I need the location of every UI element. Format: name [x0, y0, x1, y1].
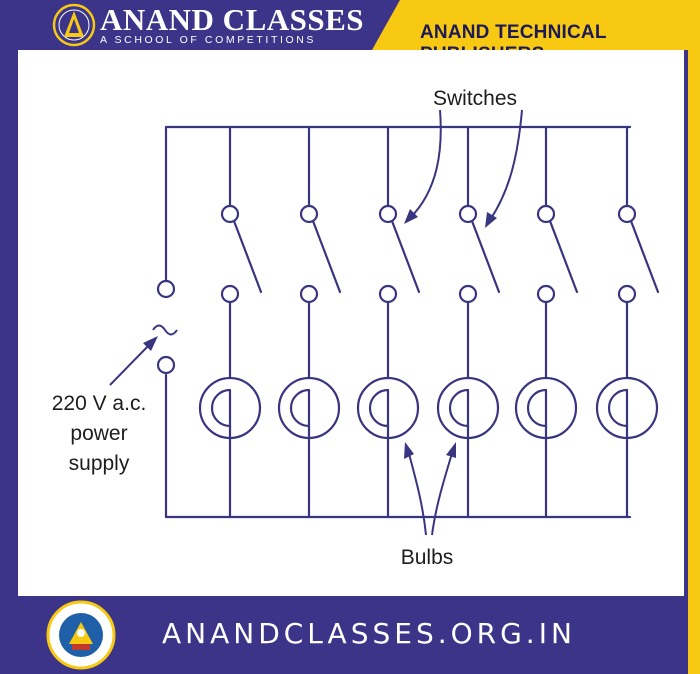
ac-symbol: [152, 324, 178, 336]
brand-title: ANAND CLASSES: [100, 2, 365, 37]
bulb-filament-5: [526, 388, 548, 428]
switch-blade-4: [470, 219, 501, 294]
bulb-arrow-1: [407, 449, 427, 536]
switch-contact-top-5: [536, 204, 556, 224]
switch-blade-5: [548, 219, 579, 294]
bulb-filament-6: [607, 388, 629, 428]
switch-blade-2: [311, 219, 342, 294]
bulbs-label: Bulbs: [400, 546, 454, 569]
switch-arrowhead-1: [404, 209, 418, 224]
bulb-filament-3: [368, 388, 390, 428]
circuit-diagram: [109, 109, 660, 536]
anand-classes-emblem-icon: [46, 600, 116, 670]
supply-terminal-bottom: [156, 355, 176, 375]
bulb-filament-4: [448, 388, 470, 428]
brand-tagline: A SCHOOL OF COMPETITIONS: [100, 34, 317, 46]
supply-terminal-top: [156, 279, 176, 299]
switch-contact-bottom-4: [458, 284, 478, 304]
switch-arrowhead-2: [485, 212, 497, 228]
switch-blade-1: [232, 219, 263, 294]
bulb-filament-1: [210, 388, 232, 428]
bulb-arrow-2: [431, 449, 454, 536]
supply-arrow: [109, 339, 155, 386]
switch-arrow-2: [489, 109, 523, 221]
switch-contact-bottom-6: [617, 284, 637, 304]
yellow-side-stripe: [688, 0, 700, 674]
supply-label-line2: power: [70, 422, 128, 445]
switch-contact-top-1: [220, 204, 240, 224]
switch-blade-3: [390, 219, 421, 294]
bulb-arrowhead-2: [446, 442, 456, 458]
diagram-panel: Switches Bulbs 220 V a.c. power supply: [18, 50, 684, 596]
switch-contact-bottom-5: [536, 284, 556, 304]
supply-label-line3: supply: [68, 452, 130, 475]
switch-contact-top-3: [378, 204, 398, 224]
switch-arrow-1: [409, 109, 442, 219]
switch-contact-top-4: [458, 204, 478, 224]
publisher-banner: [372, 0, 700, 50]
switch-contact-bottom-3: [378, 284, 398, 304]
switches-label: Switches: [432, 87, 518, 110]
footer-website-url[interactable]: ANANDCLASSES.ORG.IN: [162, 617, 576, 650]
switch-contact-bottom-1: [220, 284, 240, 304]
switch-blade-6: [629, 219, 660, 294]
bulb-filament-2: [289, 388, 311, 428]
switch-contact-top-2: [299, 204, 319, 224]
switch-contact-top-6: [617, 204, 637, 224]
anand-classes-logo-icon: [52, 3, 96, 47]
supply-label-line1: 220 V a.c.: [51, 392, 147, 415]
supply-arrowhead: [143, 336, 158, 351]
bulb-arrowhead-1: [404, 442, 414, 459]
switch-contact-bottom-2: [299, 284, 319, 304]
